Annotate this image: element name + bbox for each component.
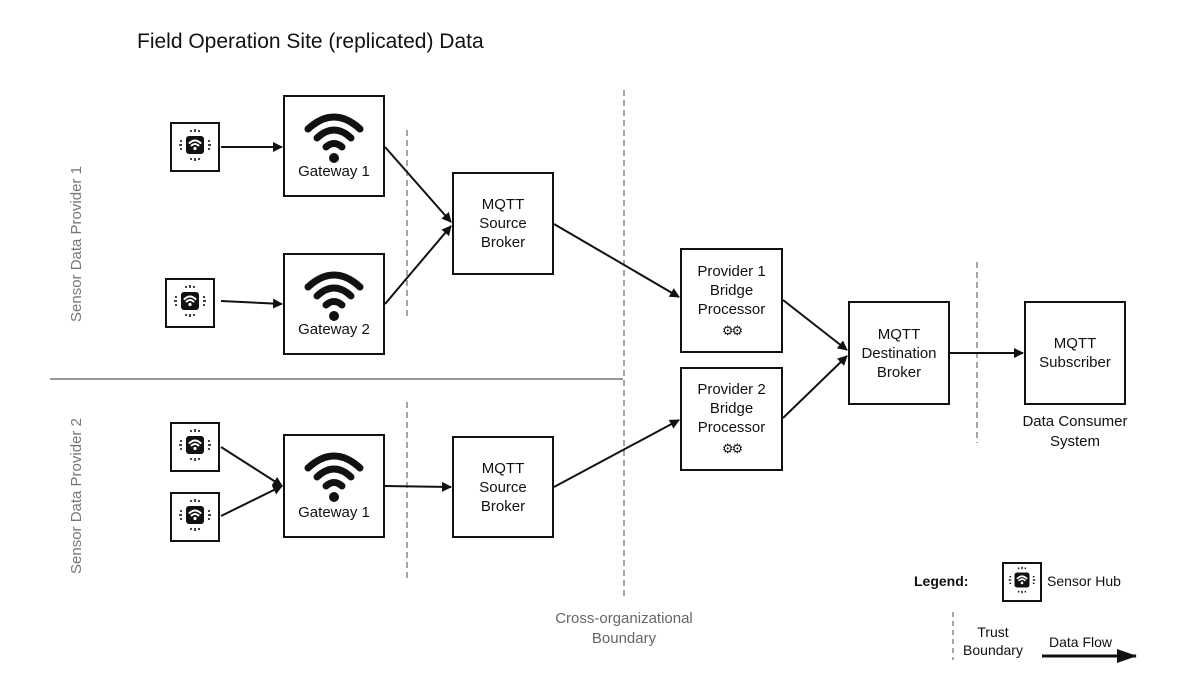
label-line: System xyxy=(1049,433,1100,450)
flow-arrow xyxy=(384,146,452,223)
node-label-line: Bridge xyxy=(709,400,754,417)
node-label-line: MQTT xyxy=(481,459,525,477)
sensor-hub-icon xyxy=(172,283,208,324)
mqtt-subscriber[interactable]: MQTT Subscriber xyxy=(1024,301,1126,405)
mqtt-destination-broker[interactable]: MQTT Destination Broker xyxy=(848,301,950,405)
gateway-node[interactable]: Gateway 2 xyxy=(283,253,385,355)
label-line: Trust xyxy=(977,624,1009,640)
gateway-label: Gateway 1 xyxy=(298,163,370,180)
node-label-line: Destination xyxy=(861,344,937,362)
sensor-hub[interactable] xyxy=(165,278,215,328)
sensor-hub-icon xyxy=(177,497,213,538)
legend-title: Legend: xyxy=(914,573,969,589)
gears-icon: ⚙⚙ xyxy=(721,441,743,456)
legend-sensor-hub xyxy=(1002,562,1042,602)
gateway-label: Gateway 2 xyxy=(298,321,370,338)
node-label-line: Broker xyxy=(480,497,526,515)
sensor-hub[interactable] xyxy=(170,122,220,172)
gears-icon: ⚙⚙ xyxy=(721,322,743,338)
flow-arrow xyxy=(220,446,283,487)
sensor-hub[interactable] xyxy=(170,422,220,472)
bridge-processor-provider-2[interactable]: Provider 2 Bridge Processor ⚙⚙ xyxy=(680,367,783,471)
wifi-icon xyxy=(302,109,366,170)
node-label-line: Source xyxy=(479,478,527,496)
data-consumer-system-label: Data Consumer System xyxy=(1000,412,1150,452)
mqtt-source-broker-provider-2[interactable]: MQTT Source Broker xyxy=(452,436,554,538)
wifi-icon xyxy=(302,448,366,509)
sensor-hub-icon xyxy=(177,427,213,468)
flow-arrow xyxy=(384,225,452,305)
legend-data-flow-label: Data Flow xyxy=(1049,634,1113,650)
label-line: Cross-organizational xyxy=(555,610,693,627)
gateway-label: Gateway 1 xyxy=(298,504,370,521)
node-label-line: MQTT xyxy=(1053,335,1097,352)
legend-sensor-hub-label: Sensor Hub xyxy=(1047,573,1121,589)
section-label-provider-2: Sensor Data Provider 2 xyxy=(68,418,85,574)
gateway-node[interactable]: Gateway 1 xyxy=(283,434,385,538)
flow-arrow xyxy=(384,481,452,492)
flow-arrow xyxy=(782,355,848,419)
node-label-line: Broker xyxy=(876,363,922,381)
flow-arrow xyxy=(220,485,283,517)
node-label-line: Subscriber xyxy=(1039,354,1111,371)
flow-arrow xyxy=(782,299,848,351)
gateway-node[interactable]: Gateway 1 xyxy=(283,95,385,197)
flow-arrow xyxy=(220,298,283,309)
label-line: Boundary xyxy=(963,642,1023,658)
node-label-line: Processor xyxy=(697,419,766,436)
wifi-icon xyxy=(302,267,366,328)
node-label-line: MQTT xyxy=(481,196,525,213)
sensor-hub-icon xyxy=(1007,565,1037,600)
section-label-provider-1: Sensor Data Provider 1 xyxy=(68,166,85,322)
sensor-hub-icon xyxy=(177,127,213,168)
cross-org-boundary-label: Cross-organizational Boundary xyxy=(524,609,724,649)
node-label-line: Broker xyxy=(480,234,526,251)
node-label-line: Provider 1 xyxy=(697,262,766,280)
bridge-processor-provider-1[interactable]: Provider 1 Bridge Processor ⚙⚙ xyxy=(680,248,783,353)
label-line: Boundary xyxy=(591,630,657,647)
sensor-hub[interactable] xyxy=(170,492,220,542)
flow-arrow xyxy=(553,419,680,488)
node-label-line: MQTT xyxy=(877,325,921,343)
node-label-line: Bridge xyxy=(709,281,754,299)
mqtt-source-broker-provider-1[interactable]: MQTT Source Broker xyxy=(452,172,554,275)
node-label-line: Provider 2 xyxy=(697,381,766,398)
node-label-line: Processor xyxy=(697,300,766,318)
flow-arrow xyxy=(553,223,680,298)
diagram-title: Field Operation Site (replicated) Data xyxy=(137,30,484,53)
legend-trust-boundary-label: Trust Boundary xyxy=(958,623,1028,659)
label-line: Data Consumer xyxy=(1022,413,1128,430)
node-label-line: Source xyxy=(479,215,527,232)
